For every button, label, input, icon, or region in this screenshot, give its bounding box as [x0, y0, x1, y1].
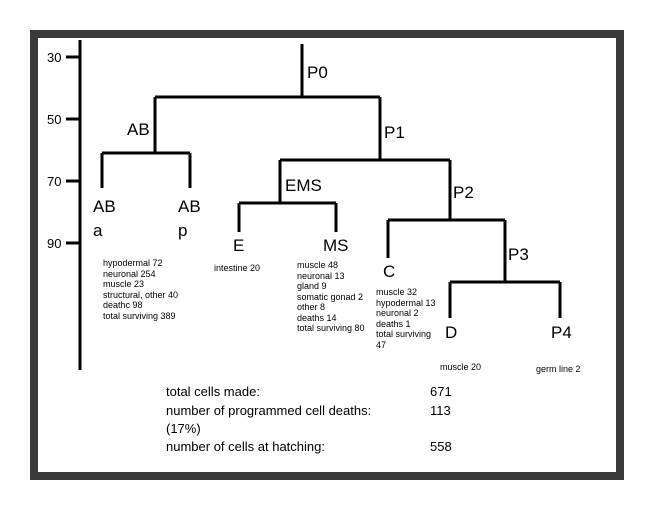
- fate-item: neuronal 13: [297, 270, 345, 281]
- node-p0: P0: [307, 63, 328, 82]
- node-p1: P1: [384, 123, 405, 142]
- summary-hatching-label: number of cells at hatching:: [166, 439, 325, 454]
- node-aba-line1: AB: [93, 197, 116, 216]
- axis-tick-label: 50: [47, 112, 62, 127]
- fate-item: intestine 20: [214, 263, 261, 273]
- node-abp-line1: AB: [178, 197, 201, 216]
- fate-item: hypodermal 13: [376, 297, 436, 308]
- fate-item: gland 9: [297, 281, 327, 291]
- fate-item: 47: [376, 339, 387, 350]
- node-ms: MS: [323, 236, 349, 255]
- fate-item: total surviving: [376, 329, 432, 339]
- fate-list-p4: germ line 2: [536, 364, 581, 375]
- node-abp-line2: p: [178, 221, 188, 240]
- node-e: E: [233, 236, 245, 255]
- node-ab: AB: [127, 120, 150, 139]
- fate-item: total surviving 389: [103, 310, 176, 321]
- fate-item: structural, other 40: [103, 289, 179, 300]
- node-p2: P2: [453, 183, 474, 202]
- node-aba-line2: a: [93, 221, 103, 240]
- node-c: C: [383, 262, 396, 281]
- fate-item: deaths 14: [297, 312, 337, 323]
- fate-item: muscle 20: [440, 362, 482, 372]
- fate-list-d: muscle 20: [440, 362, 481, 373]
- fate-item: other 8: [297, 302, 326, 312]
- fate-item: neuronal 254: [103, 268, 156, 279]
- fate-item: muscle 48: [297, 260, 339, 270]
- fate-list-ms: muscle 48 neuronal 13 gland 9 somatic go…: [297, 260, 365, 334]
- fate-item: somatic gonad 2: [297, 291, 364, 302]
- summary-deaths-value: 113: [430, 403, 451, 418]
- fate-list-e: intestine 20: [214, 263, 260, 274]
- summary-deaths-label: number of programmed cell deaths:: [166, 403, 372, 418]
- fate-list-ab: hypodermal 72 neuronal 254 muscle 23 str…: [103, 258, 178, 321]
- fate-item: muscle 32: [376, 287, 418, 297]
- fate-item: germ line 2: [536, 364, 581, 374]
- diagram-frame: [30, 30, 624, 480]
- node-p3: P3: [508, 245, 529, 264]
- fate-item: total surviving 80: [297, 323, 365, 333]
- summary-deaths-percent: (17%): [166, 421, 201, 436]
- axis-tick-label: 70: [47, 174, 62, 189]
- fate-list-c: muscle 32 hypodermal 13 neuronal 2 death…: [376, 287, 436, 350]
- summary-total-cells-value: 671: [430, 384, 452, 399]
- summary-total-cells-label: total cells made:: [166, 384, 260, 399]
- axis-tick-label: 90: [47, 236, 62, 251]
- node-p4: P4: [551, 323, 572, 342]
- axis-tick-label: 30: [47, 50, 62, 65]
- fate-item: deaths 1: [376, 318, 411, 329]
- summary-hatching-value: 558: [430, 439, 452, 454]
- fate-item: muscle 23: [103, 279, 145, 289]
- fate-item: hypodermal 72: [103, 258, 163, 268]
- node-ems: EMS: [285, 176, 322, 195]
- fate-item: neuronal 2: [376, 308, 419, 318]
- node-d: D: [445, 323, 458, 342]
- fate-item: deathc 98: [103, 300, 143, 310]
